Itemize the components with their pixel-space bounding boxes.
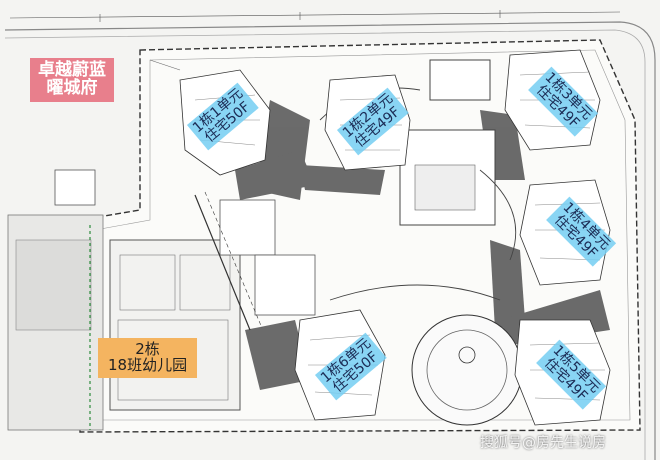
project-name-label: 卓越蔚蓝 曜城府 [30,58,114,102]
project-name-line1: 卓越蔚蓝 [38,60,106,80]
watermark-text: 搜狐号@房先生说房 [480,435,606,451]
project-name-line2: 曜城府 [46,77,98,98]
kindergarten-line1: 2栋 [135,340,160,358]
kindergarten-label: 2栋 18班幼儿园 [98,338,198,378]
kindergarten-line2: 18班幼儿园 [108,355,188,374]
